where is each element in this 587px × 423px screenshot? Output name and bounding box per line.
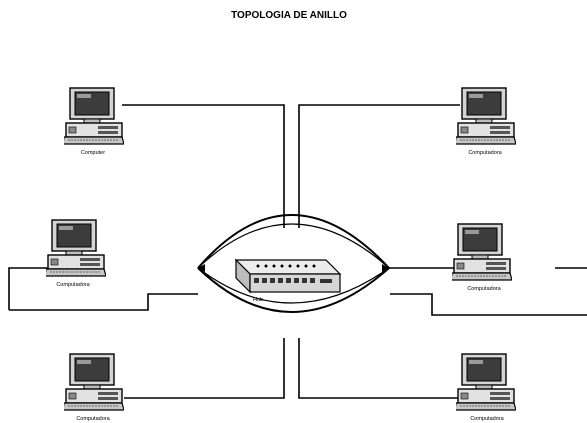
cable-mid-left-a <box>8 267 52 310</box>
computer-bottom-right: Computadora <box>456 353 516 422</box>
computer-mid-right: Computadora <box>452 223 512 292</box>
computer-bottom-left: Computadora <box>64 353 124 422</box>
cable-mid-right-c <box>390 293 587 316</box>
cable-top-right <box>298 104 460 228</box>
computer-label: Computadora <box>467 286 501 292</box>
arrow-left-icon <box>198 264 205 272</box>
computer-label: Computadora <box>470 416 504 422</box>
computer-icon <box>64 87 124 145</box>
computer-label: Computer <box>81 150 105 156</box>
computer-mid-left: Computadora <box>46 219 106 288</box>
computer-icon <box>46 219 106 277</box>
hub-icon <box>234 258 342 294</box>
cable-top-left <box>122 104 285 228</box>
computer-label: Computadora <box>76 416 110 422</box>
arrow-right-icon <box>382 264 389 272</box>
hub-device: Hub <box>234 258 342 303</box>
computer-icon <box>456 87 516 145</box>
computer-icon <box>452 223 512 281</box>
computer-top-left: Computer <box>64 87 124 156</box>
cable-bottom-left <box>124 338 285 399</box>
ring <box>197 214 390 313</box>
computer-label: Computadora <box>56 282 90 288</box>
computer-label: Computadora <box>468 150 502 156</box>
cable-bottom-right <box>298 338 462 399</box>
computer-top-right: Computadora <box>456 87 516 156</box>
cable-mid-left-b <box>90 293 198 311</box>
computer-icon <box>456 353 516 411</box>
diagram-title: TOPOLOGIA DE ANILLO <box>231 10 347 21</box>
cable-links <box>8 104 587 399</box>
computer-icon <box>64 353 124 411</box>
hub-label: Hub <box>253 297 263 303</box>
